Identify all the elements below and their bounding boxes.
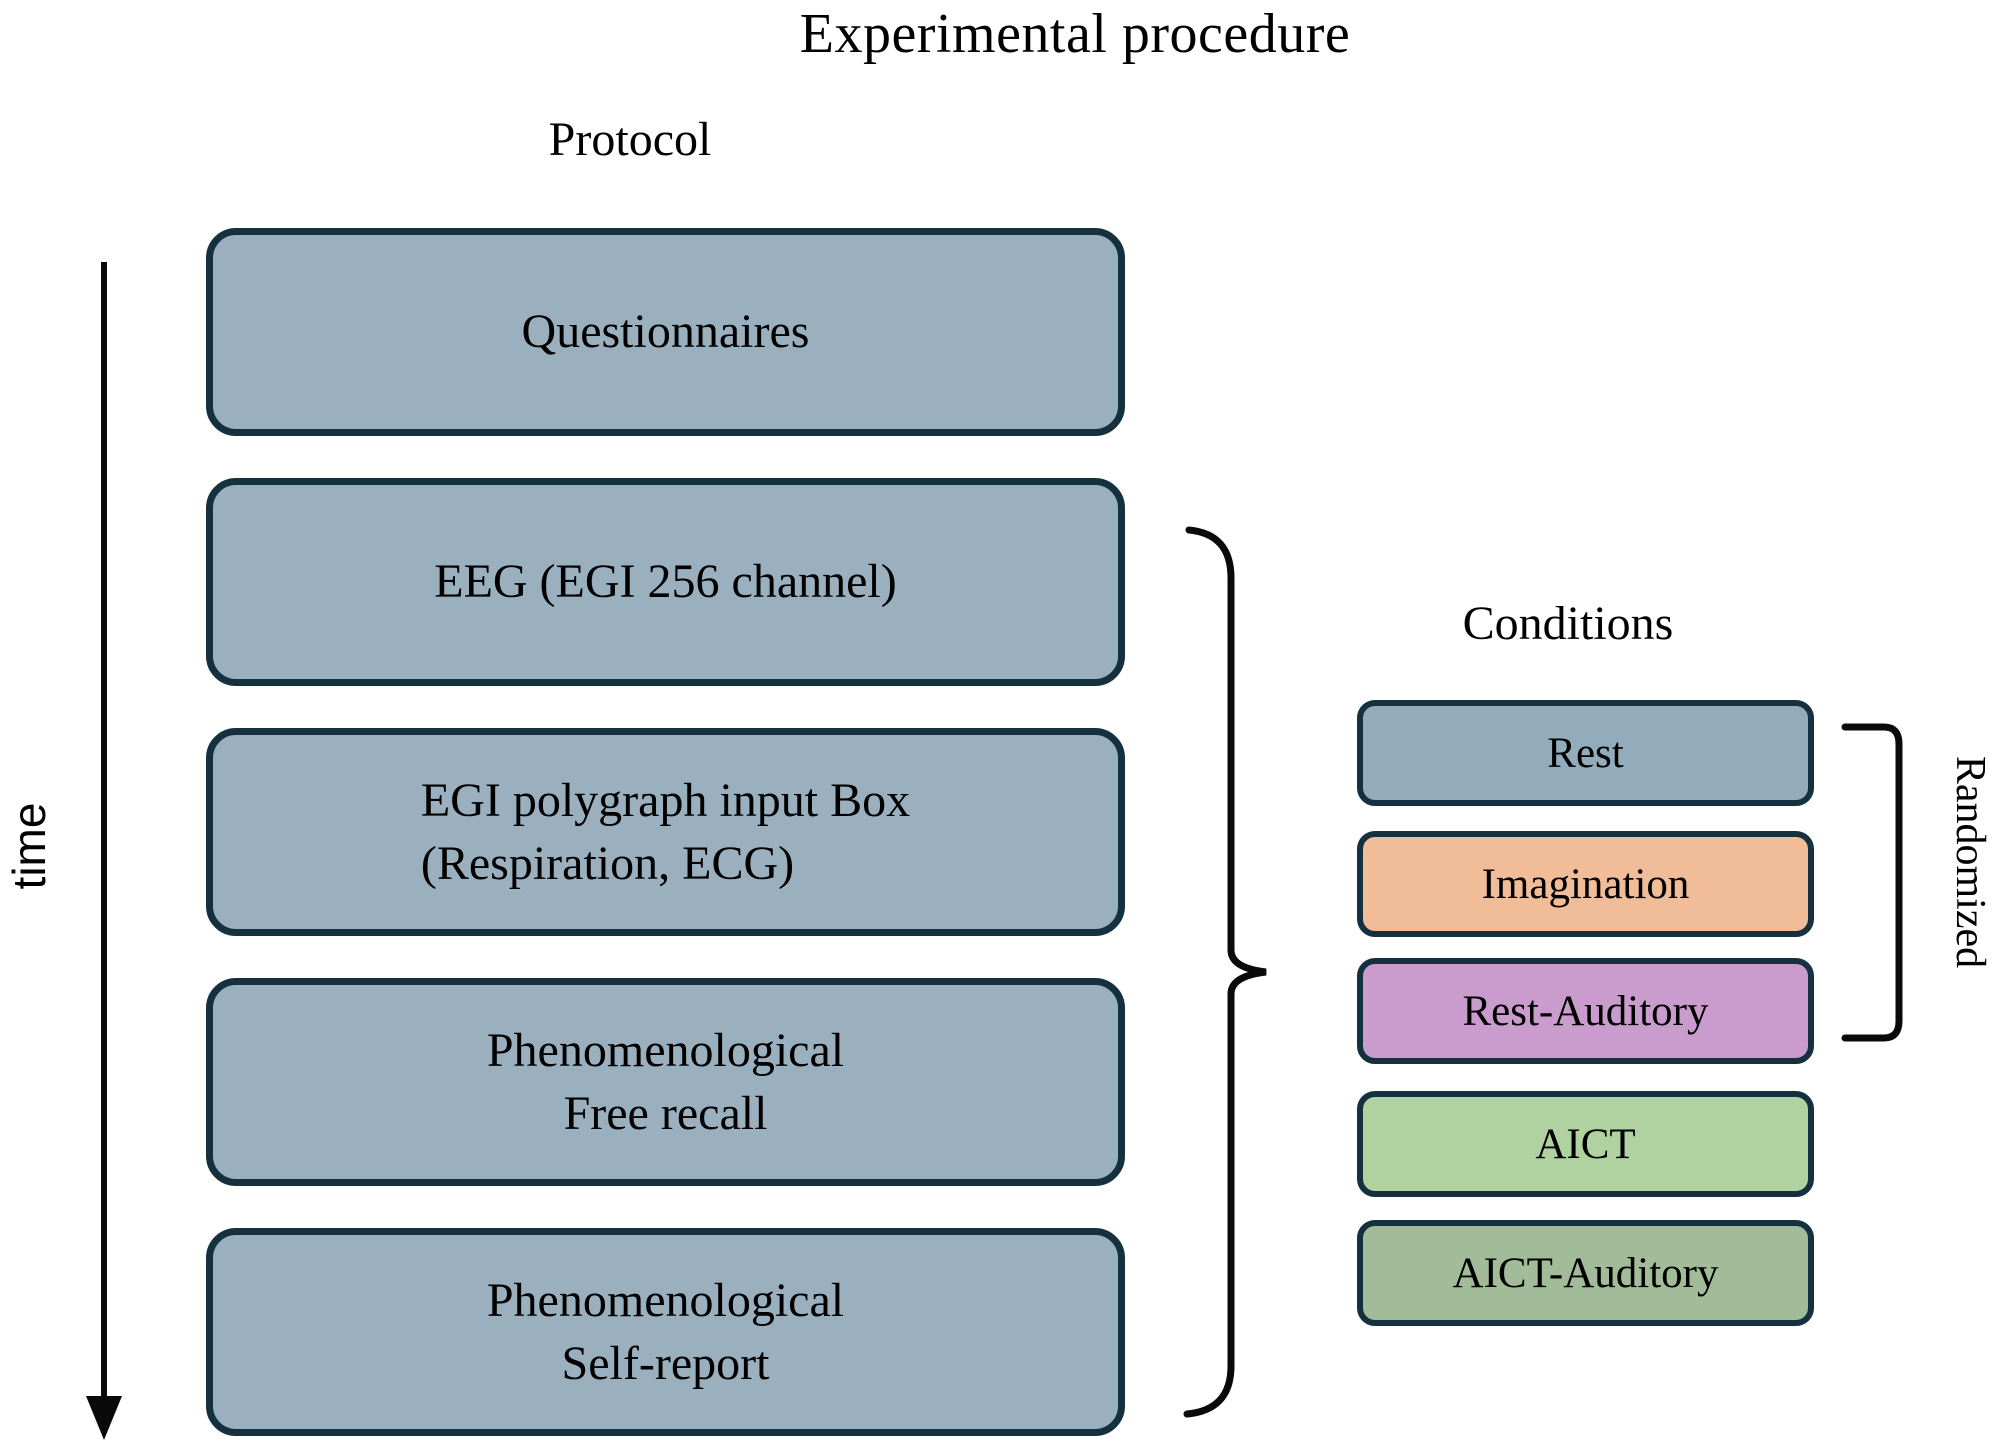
condition-label: Rest-Auditory bbox=[1462, 987, 1709, 1035]
protocol-step-label: Phenomenological Self-report bbox=[486, 1273, 845, 1390]
conditions-heading: Conditions bbox=[1462, 597, 1674, 650]
protocol-step-box-free-recall: Phenomenological Free recall bbox=[206, 978, 1125, 1186]
time-axis-label: time bbox=[3, 802, 55, 890]
condition-box-aict-auditory: AICT-Auditory bbox=[1357, 1220, 1814, 1326]
protocol-step-box-eeg: EEG (EGI 256 channel) bbox=[206, 478, 1125, 686]
randomized-bracket-icon bbox=[1841, 723, 1903, 1042]
protocol-group-brace-icon bbox=[1183, 526, 1267, 1418]
figure-title: Experimental procedure bbox=[799, 3, 1351, 65]
time-arrow-icon bbox=[86, 262, 122, 1440]
protocol-step-box-self-report: Phenomenological Self-report bbox=[206, 1228, 1125, 1436]
randomized-label: Randomized bbox=[1947, 755, 1993, 969]
condition-label: AICT bbox=[1535, 1120, 1636, 1168]
protocol-step-label: Phenomenological Free recall bbox=[486, 1023, 845, 1140]
condition-box-rest: Rest bbox=[1357, 700, 1814, 806]
protocol-step-box-questionnaires: Questionnaires bbox=[206, 228, 1125, 436]
condition-box-rest-auditory: Rest-Auditory bbox=[1357, 958, 1814, 1064]
protocol-step-label: EEG (EGI 256 channel) bbox=[434, 555, 897, 609]
protocol-step-label: EGI polygraph input Box (Respiration, EC… bbox=[420, 773, 911, 890]
condition-label: Imagination bbox=[1481, 860, 1690, 908]
condition-label: Rest bbox=[1547, 729, 1624, 777]
protocol-step-box-polygraph: EGI polygraph input Box (Respiration, EC… bbox=[206, 728, 1125, 936]
condition-label: AICT-Auditory bbox=[1452, 1249, 1719, 1297]
protocol-step-label: Questionnaires bbox=[521, 305, 810, 359]
condition-box-imagination: Imagination bbox=[1357, 831, 1814, 937]
protocol-heading: Protocol bbox=[548, 113, 712, 166]
condition-box-aict: AICT bbox=[1357, 1091, 1814, 1197]
